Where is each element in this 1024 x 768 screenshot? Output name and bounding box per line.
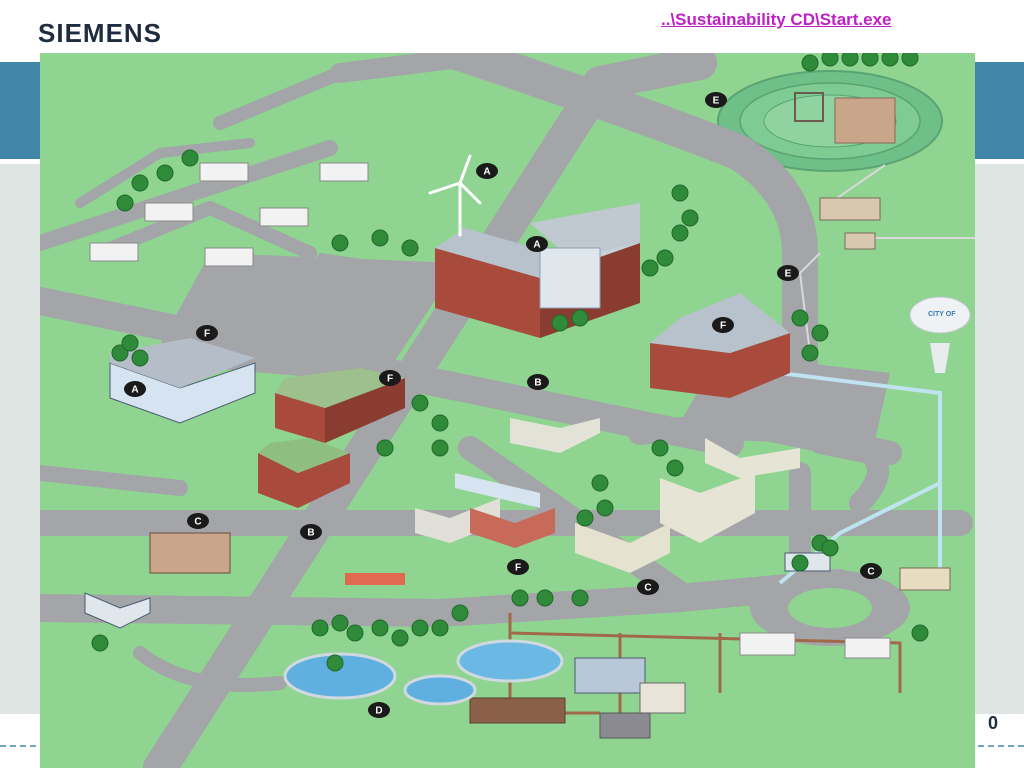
tree (511, 589, 529, 607)
tree (346, 624, 364, 642)
roundabout (750, 570, 910, 646)
tree (326, 654, 344, 672)
tree (841, 53, 859, 67)
marker-bus-stop: C (860, 563, 882, 579)
marker-street-south: F (507, 559, 529, 575)
marker-label: E (785, 269, 792, 280)
marker-label: A (131, 385, 138, 396)
tree (641, 259, 659, 277)
tree (681, 209, 699, 227)
tree (591, 474, 609, 492)
tree (551, 314, 569, 332)
marker-wind: A (476, 163, 498, 179)
trees (91, 53, 929, 672)
water-tower-text: CITY OF (928, 311, 956, 318)
tree (791, 309, 809, 327)
tree (821, 539, 839, 557)
marker-label: B (307, 528, 314, 539)
marker-school: F (712, 317, 734, 333)
marker-label: F (204, 329, 210, 340)
marker-hotel: A (124, 381, 146, 397)
sustainable-city-illustration: CITY OF A A A B B C C C D E E F F F F (40, 53, 975, 768)
tree (431, 619, 449, 637)
marker-office: A (526, 236, 548, 252)
wind-turbine (428, 154, 482, 237)
tree (811, 324, 829, 342)
tree (671, 184, 689, 202)
tree (331, 234, 349, 252)
tree (901, 53, 919, 67)
page-number: 0 (988, 713, 999, 733)
marker-label: F (515, 563, 521, 574)
tree (331, 614, 349, 632)
buildings (84, 162, 951, 739)
tree (596, 499, 614, 517)
tree (371, 229, 389, 247)
tree (571, 309, 589, 327)
marker-label: E (713, 96, 720, 107)
tree (451, 604, 469, 622)
tree (181, 149, 199, 167)
tree (571, 589, 589, 607)
tree (881, 53, 899, 67)
tree (536, 589, 554, 607)
marker-label: C (867, 567, 874, 578)
marker-substation: E (705, 92, 727, 108)
marker-gas-station: C (187, 513, 209, 529)
tree (311, 619, 329, 637)
marker-intersection-west: B (300, 524, 322, 540)
marker-label: C (194, 517, 201, 528)
tree (801, 344, 819, 362)
tree (401, 239, 419, 257)
marker-wastewater: D (368, 702, 390, 718)
tree (376, 439, 394, 457)
water-tower: CITY OF (909, 296, 971, 373)
header-bar: SIEMENS ..\Sustainability CD\Start.exe (0, 0, 1024, 55)
tree (651, 439, 669, 457)
tree (861, 53, 879, 67)
marker-transmission: E (777, 265, 799, 281)
tree (576, 509, 594, 527)
siemens-logo: SIEMENS (38, 18, 163, 48)
marker-label: A (533, 240, 540, 251)
tree (156, 164, 174, 182)
marker-label: C (644, 583, 651, 594)
tree (371, 619, 389, 637)
tree (801, 54, 819, 72)
tree (411, 619, 429, 637)
clarifier-tanks (283, 639, 564, 706)
tree (121, 334, 139, 352)
marker-callouts: A A A B B C C C D E E F F F F (124, 92, 882, 718)
start-exe-link[interactable]: ..\Sustainability CD\Start.exe (661, 10, 892, 29)
marker-label: D (375, 706, 382, 717)
power-plant (717, 70, 943, 172)
tree (91, 634, 109, 652)
marker-apartments: C (637, 579, 659, 595)
tree (671, 224, 689, 242)
marker-street-mid: F (379, 370, 401, 386)
tree (821, 53, 839, 67)
marker-label: A (483, 167, 490, 178)
tree (116, 194, 134, 212)
tree (391, 629, 409, 647)
marker-label: B (534, 378, 541, 389)
marker-label: F (387, 374, 393, 385)
marker-label: F (720, 321, 726, 332)
tree (791, 554, 809, 572)
tree (411, 394, 429, 412)
tree (131, 174, 149, 192)
tree (431, 439, 449, 457)
marker-intersection-east: B (527, 374, 549, 390)
tree (666, 459, 684, 477)
tree (656, 249, 674, 267)
tree (431, 414, 449, 432)
tree (911, 624, 929, 642)
tree (131, 349, 149, 367)
marker-street-north: F (196, 325, 218, 341)
